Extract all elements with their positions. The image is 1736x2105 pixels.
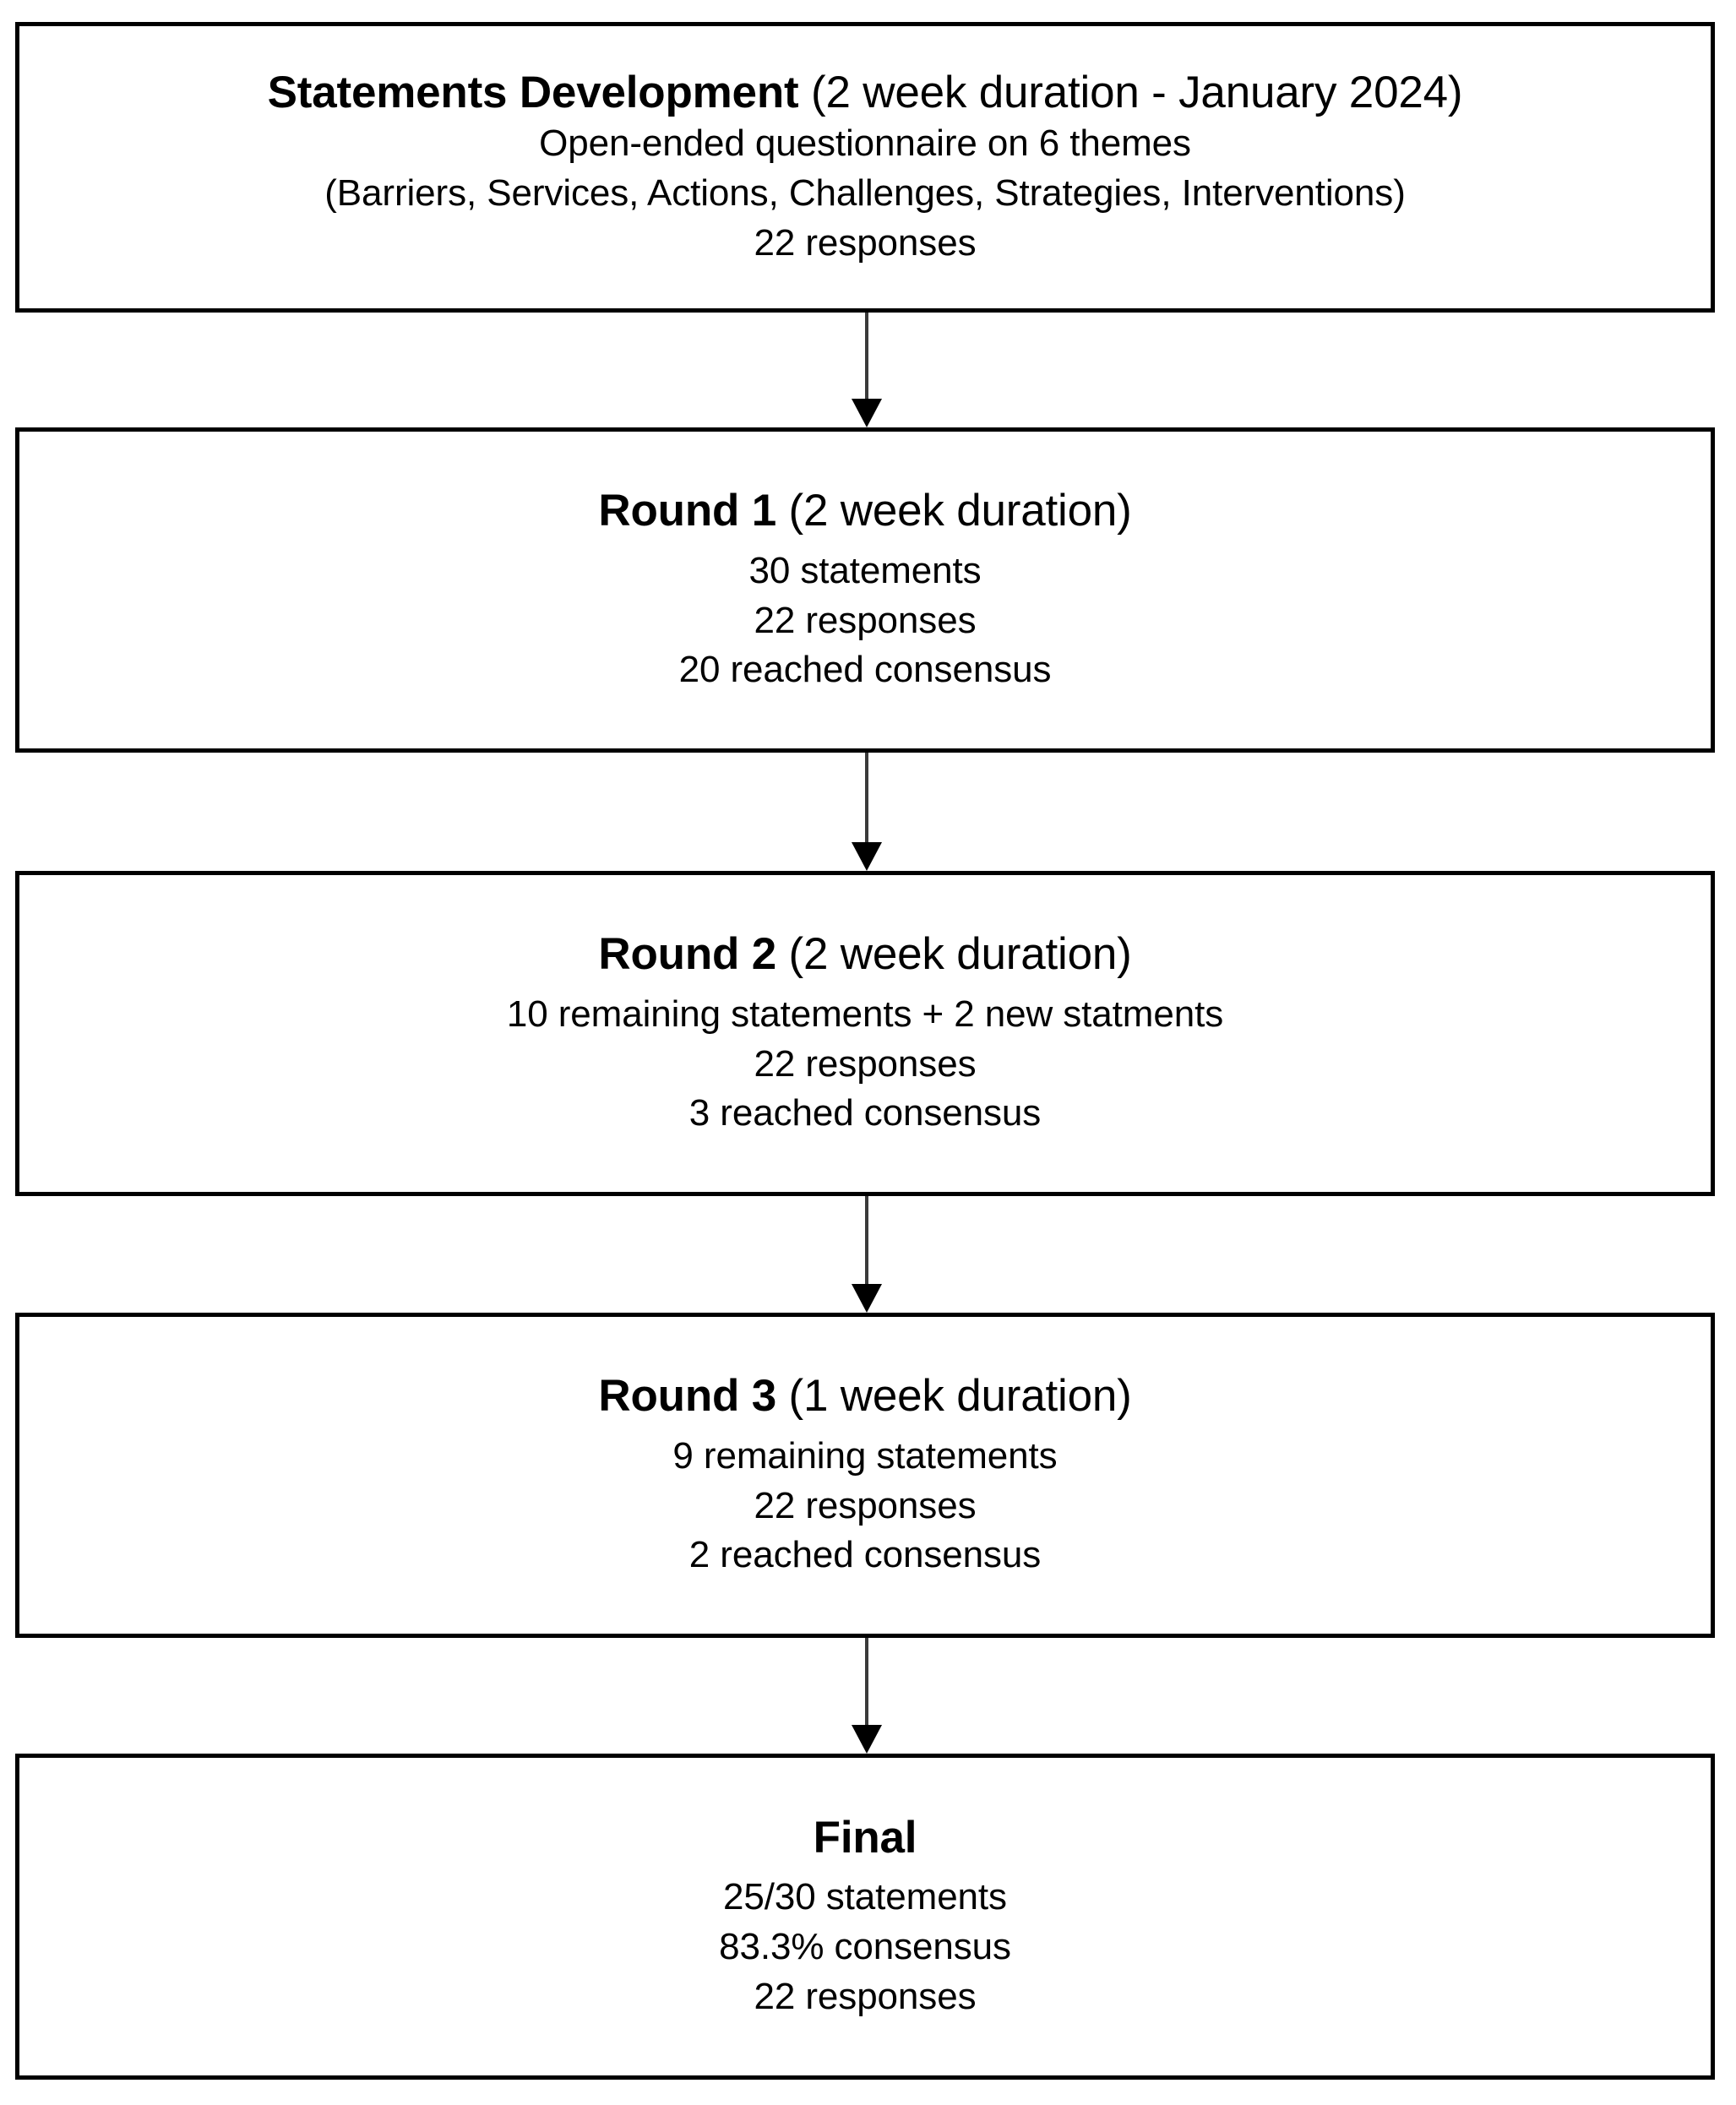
node-detail-line-3: 3 reached consensus	[688, 1092, 1042, 1134]
node-detail-line-1: 30 statements	[748, 549, 982, 591]
node-heading-plain: (2 week duration)	[775, 929, 1132, 980]
arrow-head-icon	[852, 1725, 882, 1754]
node-heading-plain: (1 week duration)	[775, 1371, 1132, 1422]
node-heading: Statements Development (2 week duration …	[268, 67, 1463, 120]
arrow-shaft	[865, 313, 868, 399]
node-heading-plain: (2 week duration)	[775, 486, 1132, 536]
node-detail-line-1: 9 remaining statements	[672, 1434, 1058, 1477]
node-heading-bold: Round 3	[598, 1371, 776, 1422]
node-detail-line-3: 22 responses	[754, 221, 977, 264]
flow-node-round-2: Round 2 (2 week duration) 10 remaining s…	[15, 871, 1715, 1196]
arrow-connector-round-2-to-round-3	[852, 1196, 882, 1313]
flow-node-round-1: Round 1 (2 week duration) 30 statements …	[15, 427, 1715, 753]
flow-node-statements-development: Statements Development (2 week duration …	[15, 22, 1715, 313]
arrow-head-icon	[852, 1284, 882, 1313]
node-heading: Round 1 (2 week duration)	[598, 485, 1131, 538]
node-detail-line-2: 22 responses	[754, 1484, 977, 1526]
node-detail-line-2: 22 responses	[754, 599, 977, 641]
node-detail-line-1: Open-ended questionnaire on 6 themes	[539, 122, 1191, 165]
arrow-shaft	[865, 753, 868, 842]
node-detail-line-3: 2 reached consensus	[688, 1534, 1042, 1576]
arrow-connector-round-1-to-round-2	[852, 753, 882, 871]
flow-node-round-3: Round 3 (1 week duration) 9 remaining st…	[15, 1313, 1715, 1638]
node-detail-line-1: 10 remaining statements + 2 new statment…	[506, 993, 1224, 1035]
node-detail-line-3: 22 responses	[754, 1975, 977, 2017]
node-detail-line-3: 20 reached consensus	[678, 649, 1052, 691]
node-detail-line-2: 83.3% consensus	[719, 1926, 1011, 1967]
node-heading-bold: Round 2	[598, 929, 776, 980]
node-detail-line-2: (Barriers, Services, Actions, Challenges…	[324, 172, 1406, 214]
node-heading-bold: Round 1	[598, 486, 776, 536]
node-heading-plain: (2 week duration - January 2024)	[798, 67, 1463, 117]
arrow-head-icon	[852, 399, 882, 427]
arrow-connector-round-3-to-final	[852, 1638, 882, 1754]
node-heading-bold: Statements Development	[267, 67, 799, 117]
node-heading: Round 3 (1 week duration)	[598, 1370, 1131, 1423]
node-detail-line-2: 22 responses	[754, 1042, 977, 1085]
flow-node-final: Final 25/30 statements 83.3% consensus 2…	[15, 1754, 1715, 2080]
arrow-head-icon	[852, 842, 882, 871]
node-heading: Final	[814, 1812, 917, 1865]
arrow-shaft	[865, 1196, 868, 1284]
arrow-shaft	[865, 1638, 868, 1725]
node-heading-bold: Final	[813, 1812, 917, 1863]
arrow-connector-statements-to-round-1	[852, 313, 882, 427]
node-detail-line-1: 25/30 statements	[723, 1876, 1007, 1918]
node-heading: Round 2 (2 week duration)	[598, 928, 1131, 982]
